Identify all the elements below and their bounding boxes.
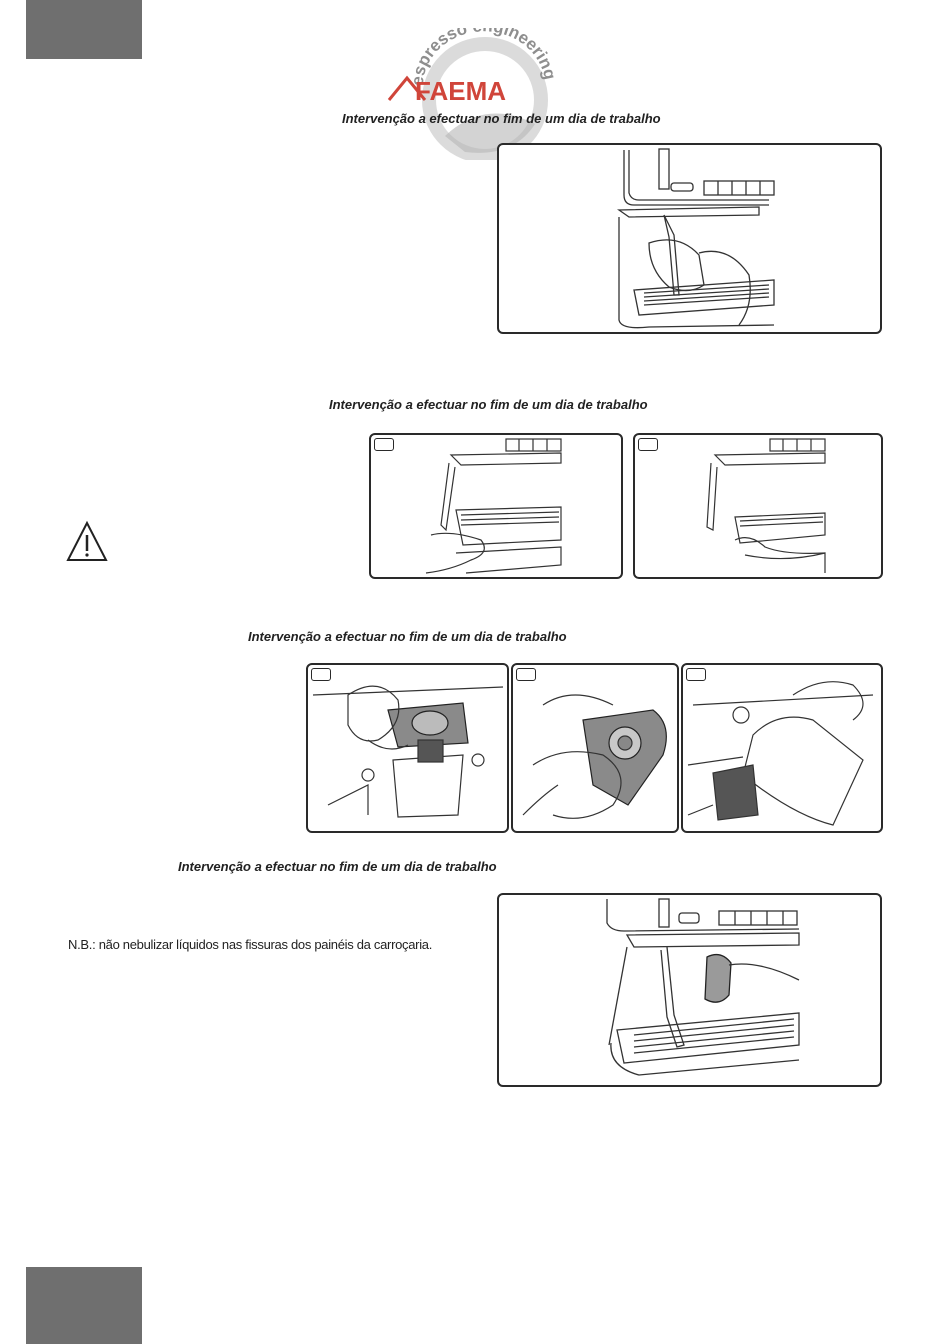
section-1-heading: Intervenção a efectuar no fim de um dia … — [342, 111, 661, 126]
illustration-bodywork-cleaning — [497, 893, 882, 1087]
illustration-filter-step-1 — [306, 663, 509, 833]
illustration-filter-step-2 — [511, 663, 679, 833]
illustration-drip-tray-step-2 — [633, 433, 883, 579]
section-4-note: N.B.: não nebulizar líquidos nas fissura… — [68, 937, 433, 952]
illustration-steam-wand-cleaning — [497, 143, 882, 334]
step-badge — [374, 438, 394, 451]
step-badge — [686, 668, 706, 681]
step-badge — [638, 438, 658, 451]
illustration-drip-tray-step-1 — [369, 433, 623, 579]
faema-logo: espresso engineering FAEMA — [387, 28, 560, 160]
page-tab-bottom — [26, 1267, 142, 1344]
section-2-heading: Intervenção a efectuar no fim de um dia … — [329, 397, 648, 412]
step-badge — [311, 668, 331, 681]
illustration-filter-step-3 — [681, 663, 883, 833]
page-tab-top — [26, 0, 142, 59]
logo-brand: FAEMA — [415, 76, 506, 106]
section-4-heading: Intervenção a efectuar no fim de um dia … — [178, 859, 497, 874]
section-3-heading: Intervenção a efectuar no fim de um dia … — [248, 629, 567, 644]
warning-triangle-icon — [66, 520, 108, 561]
step-badge — [516, 668, 536, 681]
